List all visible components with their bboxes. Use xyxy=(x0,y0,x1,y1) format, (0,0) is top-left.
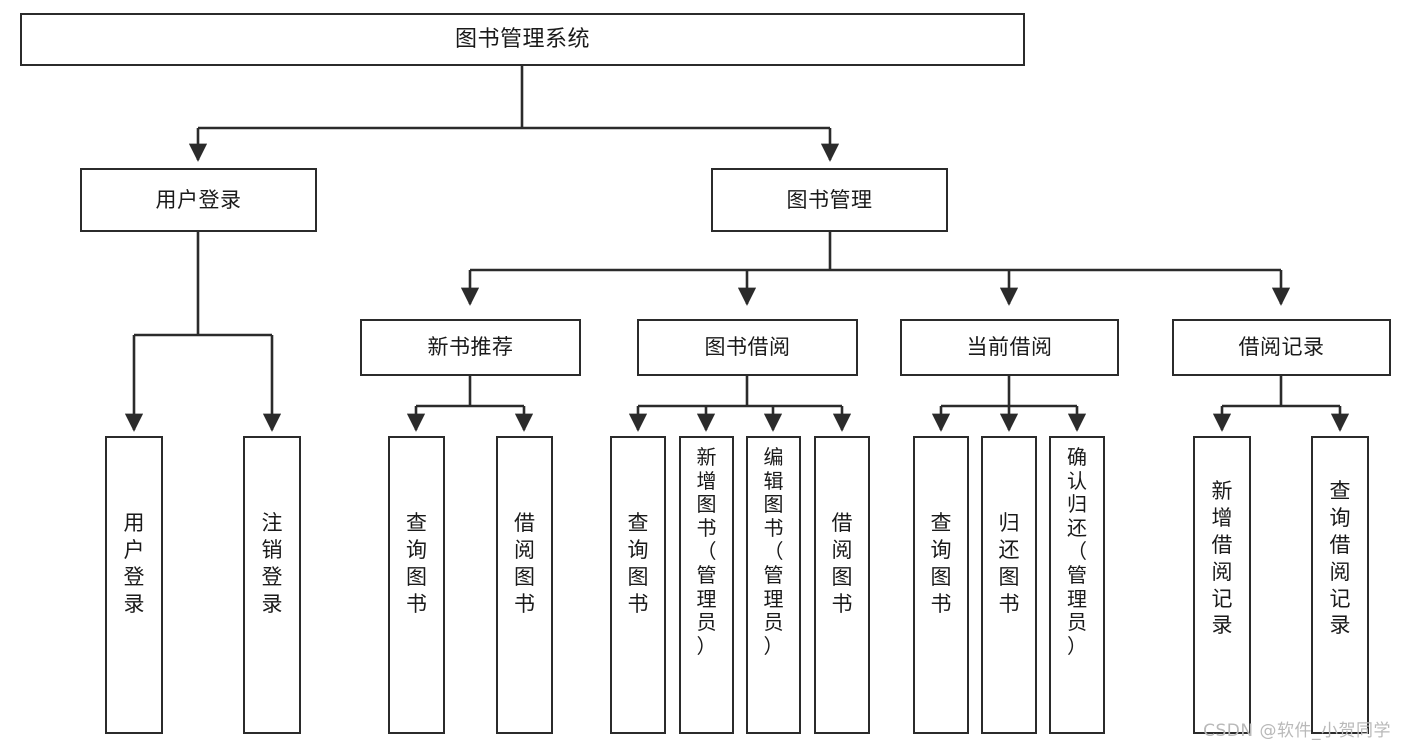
node-current-borrow-label: 当前借阅 xyxy=(966,335,1053,360)
node-root[interactable]: 图书管理系统 xyxy=(20,13,1025,66)
node-leaf-borrow-book-1-label: 借 阅 图 书 xyxy=(514,511,535,616)
node-leaf-return-book[interactable]: 归 还 图 书 xyxy=(981,436,1037,734)
node-leaf-add-book[interactable]: 新 增 图 书 （ 管 理 员 ） xyxy=(679,436,734,734)
node-leaf-logout[interactable]: 注 销 登 录 xyxy=(243,436,301,734)
node-leaf-add-record[interactable]: 新 增 借 阅 记 录 xyxy=(1193,436,1251,734)
node-user-login-label: 用户登录 xyxy=(155,187,242,212)
node-leaf-confirm-return-label: 确 认 归 还 （ 管 理 员 ） xyxy=(1067,445,1087,658)
node-leaf-borrow-book-1[interactable]: 借 阅 图 书 xyxy=(496,436,553,734)
node-leaf-query-book-3[interactable]: 查 询 图 书 xyxy=(913,436,969,734)
watermark-text: CSDN @软件_小贺同学 xyxy=(1203,721,1391,741)
node-leaf-borrow-book-2[interactable]: 借 阅 图 书 xyxy=(814,436,870,734)
node-new-book-recommend[interactable]: 新书推荐 xyxy=(360,319,581,376)
node-leaf-add-record-label: 新 增 借 阅 记 录 xyxy=(1211,479,1233,638)
node-leaf-return-book-label: 归 还 图 书 xyxy=(998,511,1020,616)
node-leaf-edit-book-label: 编 辑 图 书 （ 管 理 员 ） xyxy=(763,445,784,658)
node-book-manage-label: 图书管理 xyxy=(786,187,873,212)
node-leaf-query-book-2-label: 查 询 图 书 xyxy=(627,511,649,616)
node-new-book-recommend-label: 新书推荐 xyxy=(427,335,514,360)
node-leaf-user-login-label: 用 户 登 录 xyxy=(123,511,145,616)
node-book-borrow-label: 图书借阅 xyxy=(704,335,791,360)
node-book-borrow[interactable]: 图书借阅 xyxy=(637,319,858,376)
node-leaf-query-record[interactable]: 查 询 借 阅 记 录 xyxy=(1311,436,1369,734)
node-leaf-add-book-label: 新 增 图 书 （ 管 理 员 ） xyxy=(696,445,717,658)
node-current-borrow[interactable]: 当前借阅 xyxy=(900,319,1119,376)
node-leaf-query-book-1[interactable]: 查 询 图 书 xyxy=(388,436,445,734)
node-leaf-query-book-1-label: 查 询 图 书 xyxy=(406,511,427,616)
node-leaf-query-record-label: 查 询 借 阅 记 录 xyxy=(1329,479,1351,638)
node-leaf-query-book-2[interactable]: 查 询 图 书 xyxy=(610,436,666,734)
node-root-label: 图书管理系统 xyxy=(454,26,590,52)
node-leaf-logout-label: 注 销 登 录 xyxy=(261,511,283,616)
node-leaf-user-login[interactable]: 用 户 登 录 xyxy=(105,436,163,734)
node-user-login[interactable]: 用户登录 xyxy=(80,168,317,232)
node-borrow-record[interactable]: 借阅记录 xyxy=(1172,319,1391,376)
node-book-manage[interactable]: 图书管理 xyxy=(711,168,948,232)
node-leaf-borrow-book-2-label: 借 阅 图 书 xyxy=(831,511,853,616)
node-leaf-confirm-return[interactable]: 确 认 归 还 （ 管 理 员 ） xyxy=(1049,436,1105,734)
node-leaf-query-book-3-label: 查 询 图 书 xyxy=(930,511,952,616)
node-leaf-edit-book[interactable]: 编 辑 图 书 （ 管 理 员 ） xyxy=(746,436,801,734)
node-borrow-record-label: 借阅记录 xyxy=(1238,335,1325,360)
